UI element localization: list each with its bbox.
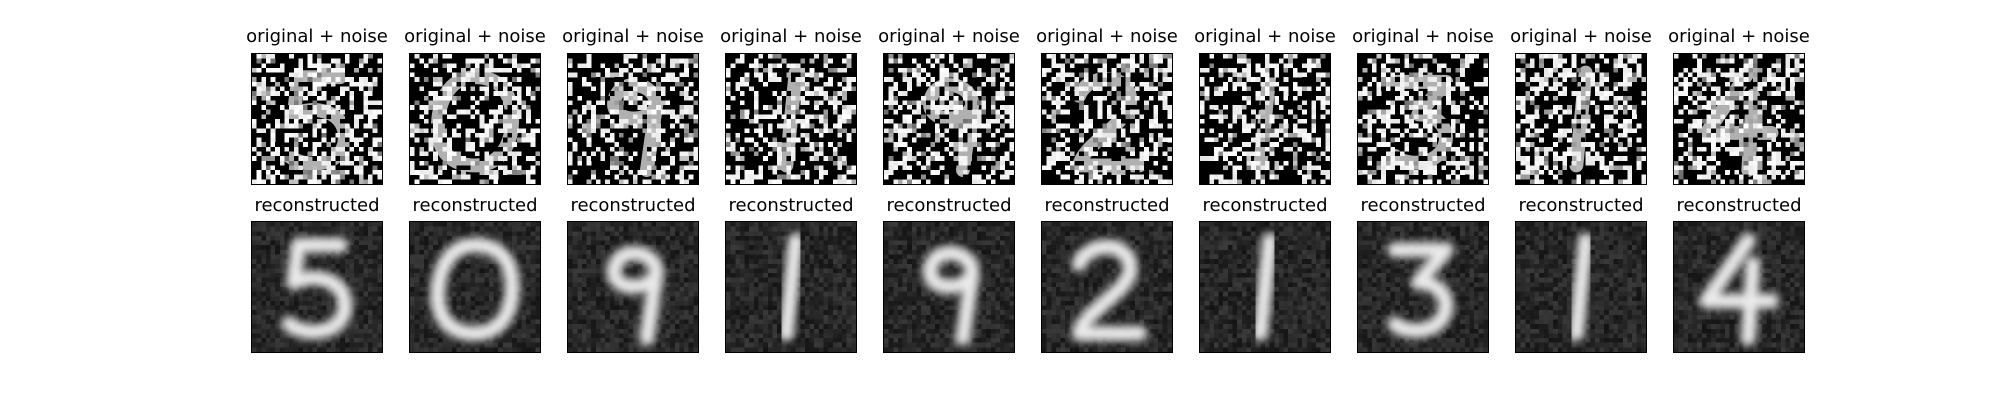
noisy-digit-image	[726, 54, 856, 184]
noisy-digit-image	[410, 54, 540, 184]
noisy-image-panel	[1199, 53, 1331, 185]
noisy-digit-image	[568, 54, 698, 184]
reconstructed-subplot-title: reconstructed	[570, 195, 696, 216]
figure-column: original + noise reconstructed	[1352, 0, 1494, 400]
noisy-image-panel	[409, 53, 541, 185]
reconstructed-digit-image	[410, 222, 540, 352]
reconstructed-digit-image	[1516, 222, 1646, 352]
reconstructed-digit-image	[568, 222, 698, 352]
reconstructed-digit-image	[252, 222, 382, 352]
noisy-image-panel	[251, 53, 383, 185]
noisy-subplot-title: original + noise	[1194, 26, 1336, 47]
reconstructed-image-panel	[251, 221, 383, 353]
reconstructed-image-panel	[725, 221, 857, 353]
reconstructed-digit-image	[1042, 222, 1172, 352]
reconstructed-digit-image	[1200, 222, 1330, 352]
reconstructed-image-panel	[409, 221, 541, 353]
noisy-image-panel	[725, 53, 857, 185]
noisy-image-panel	[567, 53, 699, 185]
noisy-digit-image	[252, 54, 382, 184]
reconstructed-subplot-title: reconstructed	[1044, 195, 1170, 216]
noisy-image-panel	[883, 53, 1015, 185]
noisy-subplot-title: original + noise	[1510, 26, 1652, 47]
noisy-subplot-title: original + noise	[1036, 26, 1178, 47]
noisy-digit-image	[1674, 54, 1804, 184]
figure-column: original + noise reconstructed	[404, 0, 546, 400]
reconstructed-subplot-title: reconstructed	[1676, 195, 1802, 216]
figure-column: original + noise reconstructed	[878, 0, 1020, 400]
noisy-subplot-title: original + noise	[1352, 26, 1494, 47]
noisy-digit-image	[1042, 54, 1172, 184]
noisy-subplot-title: original + noise	[404, 26, 546, 47]
noisy-image-panel	[1357, 53, 1489, 185]
reconstructed-subplot-title: reconstructed	[412, 195, 538, 216]
noisy-subplot-title: original + noise	[562, 26, 704, 47]
figure-column: original + noise reconstructed	[1036, 0, 1178, 400]
noisy-digit-image	[884, 54, 1014, 184]
reconstructed-digit-image	[884, 222, 1014, 352]
reconstructed-subplot-title: reconstructed	[254, 195, 380, 216]
reconstructed-image-panel	[1199, 221, 1331, 353]
reconstructed-image-panel	[883, 221, 1015, 353]
reconstructed-image-panel	[1357, 221, 1489, 353]
reconstructed-subplot-title: reconstructed	[728, 195, 854, 216]
reconstructed-digit-image	[1674, 222, 1804, 352]
noisy-subplot-title: original + noise	[246, 26, 388, 47]
reconstructed-subplot-title: reconstructed	[886, 195, 1012, 216]
reconstructed-image-panel	[1673, 221, 1805, 353]
reconstructed-subplot-title: reconstructed	[1518, 195, 1644, 216]
figure-column: original + noise reconstructed	[1668, 0, 1810, 400]
noisy-subplot-title: original + noise	[1668, 26, 1810, 47]
reconstructed-digit-image	[726, 222, 856, 352]
noisy-image-panel	[1041, 53, 1173, 185]
figure-column: original + noise reconstructed	[720, 0, 862, 400]
reconstructed-digit-image	[1358, 222, 1488, 352]
reconstructed-subplot-title: reconstructed	[1360, 195, 1486, 216]
noisy-image-panel	[1673, 53, 1805, 185]
noisy-subplot-title: original + noise	[878, 26, 1020, 47]
figure-column: original + noise reconstructed	[562, 0, 704, 400]
reconstructed-image-panel	[1041, 221, 1173, 353]
figure-column: original + noise reconstructed	[1194, 0, 1336, 400]
noisy-digit-image	[1358, 54, 1488, 184]
noisy-digit-image	[1200, 54, 1330, 184]
figure-column: original + noise reconstructed	[246, 0, 388, 400]
reconstructed-subplot-title: reconstructed	[1202, 195, 1328, 216]
noisy-subplot-title: original + noise	[720, 26, 862, 47]
noisy-image-panel	[1515, 53, 1647, 185]
reconstructed-image-panel	[1515, 221, 1647, 353]
reconstructed-image-panel	[567, 221, 699, 353]
noisy-digit-image	[1516, 54, 1646, 184]
figure-column: original + noise reconstructed	[1510, 0, 1652, 400]
